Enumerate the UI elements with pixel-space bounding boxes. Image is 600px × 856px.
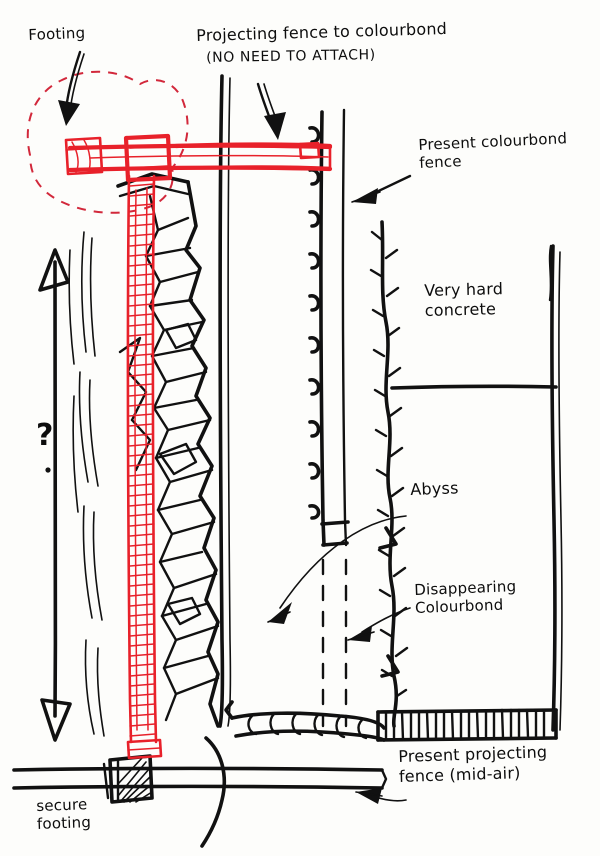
label-disappearing-colourbond: Disappearing Colourbond bbox=[414, 577, 517, 618]
existing-fence-panel-hatching bbox=[376, 708, 558, 742]
concrete-slab-edge bbox=[390, 384, 558, 390]
colourbond-fence-post bbox=[308, 108, 350, 728]
proposed-clip-marker bbox=[298, 141, 321, 160]
bottom-curve-stroke bbox=[200, 736, 227, 848]
label-present-projecting-fence: Present projecting fence (mid-air) bbox=[398, 742, 548, 786]
rock-wall-face-line bbox=[218, 74, 232, 728]
label-question-mark: ? bbox=[36, 418, 54, 453]
right-boundary-wall bbox=[548, 244, 563, 732]
disappearing-colourbond-edge bbox=[369, 220, 409, 728]
span-arrow-dot bbox=[45, 467, 51, 473]
arrow-footing bbox=[58, 50, 85, 126]
arrow-present-projecting-fence bbox=[355, 788, 407, 804]
label-projecting-fence-note: (NO NEED TO ATTACH) bbox=[206, 47, 376, 66]
vertical-span-arrow bbox=[38, 248, 72, 742]
proposed-footing-bottom-marker bbox=[126, 738, 163, 760]
arrow-abyss bbox=[267, 515, 407, 624]
cobble-stone-row bbox=[224, 700, 386, 742]
proposed-vertical-post bbox=[126, 174, 158, 744]
secure-footing-block bbox=[102, 754, 154, 804]
label-footing: Footing bbox=[28, 23, 86, 44]
label-abyss: Abyss bbox=[410, 478, 459, 499]
proposed-post-joint-box bbox=[123, 133, 173, 183]
proposed-projecting-beam bbox=[67, 142, 333, 173]
footing-highlight-circle bbox=[26, 70, 189, 214]
label-very-hard-concrete: Very hard concrete bbox=[424, 279, 504, 320]
label-present-colourbond-fence: Present colourbond fence bbox=[418, 129, 568, 173]
arrow-disappearing-colourbond bbox=[347, 607, 411, 642]
arrow-projecting-beam bbox=[256, 82, 286, 140]
ground-lines bbox=[12, 766, 388, 790]
label-secure-footing: secure footing bbox=[36, 795, 92, 834]
proposed-footing-end-box bbox=[64, 136, 104, 176]
arrow-present-colourbond bbox=[351, 174, 412, 204]
